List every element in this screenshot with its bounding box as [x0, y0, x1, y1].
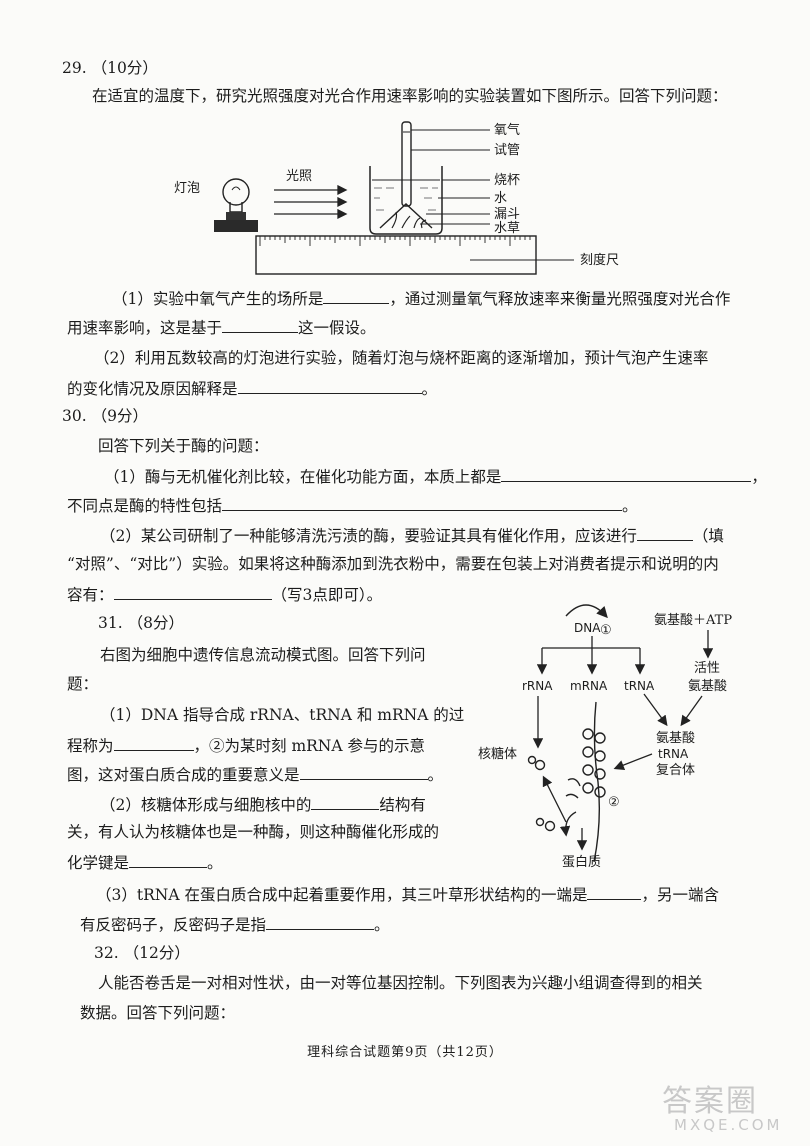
q30-intro: 回答下列关于酶的问题：: [98, 437, 269, 455]
mrna-label: mRNA: [570, 679, 608, 693]
watermark: 答案圈 MXQE.COM: [656, 1070, 796, 1140]
q29-apparatus-diagram: 灯泡 光照: [174, 121, 619, 275]
ribosome-label: 核糖体: [478, 746, 517, 762]
page-footer: 理科综合试题第9页（共12页）: [307, 1045, 503, 1060]
q32-header: 32. （12分）: [94, 944, 190, 962]
answer-blank[interactable]: [587, 883, 642, 900]
q29-part2-line2: 的变化情况及原因解释是。: [67, 377, 437, 399]
q31-part2-line1: （2）核糖体形成与细胞核中的结构有: [100, 793, 426, 815]
active-aa-label-2: 氨基酸: [688, 679, 727, 694]
q29-intro: 在适宜的温度下，研究光照强度对光合作用速率影响的实验装置如下图所示。回答下列问题…: [92, 87, 728, 105]
q31-header: 31. （8分）: [98, 614, 184, 632]
tube-label: 试管: [494, 143, 520, 158]
protein-label: 蛋白质: [562, 854, 601, 870]
ruler-icon: [255, 235, 537, 275]
q30-header: 30. （9分）: [62, 407, 148, 425]
q31-part2-line2: 关，有人认为核糖体也是一种酶，则这种酶催化形成的: [67, 823, 440, 841]
answer-blank[interactable]: [113, 734, 194, 751]
lamp-label: 灯泡: [174, 181, 200, 196]
watermark-logo: 答案圈: [662, 1084, 758, 1119]
answer-blank[interactable]: [323, 287, 390, 304]
q30-part2-line1: （2）某公司研制了一种能够清洗污渍的酶，要验证其具有催化作用，应该进行（填: [100, 524, 724, 546]
q30-part2-line3: 容有：（写3点即可）。: [67, 583, 382, 605]
trna-label: tRNA: [624, 679, 655, 693]
complex-label-2: tRNA: [658, 747, 689, 761]
q31-part2-line3: 化学键是。: [67, 851, 223, 873]
ribosome-icon: [527, 755, 556, 832]
q29-header: 29. （10分）: [62, 58, 158, 78]
q31-part1-line2: 程称为，②为某时刻 mRNA 参与的示意: [67, 734, 425, 756]
answer-blank[interactable]: [113, 583, 272, 600]
watermark-url: MXQE.COM: [674, 1116, 783, 1134]
answer-blank[interactable]: [237, 377, 422, 394]
step2-label: ②: [608, 795, 620, 810]
q31-part3-line1: （3）tRNA 在蛋白质合成中起着重要作用，其三叶草形状结构的一端是，另一端含: [96, 883, 719, 905]
answer-blank[interactable]: [129, 851, 208, 868]
q32-line2: 数据。回答下列问题：: [80, 1004, 236, 1022]
q29-number: 29.: [62, 59, 87, 77]
aa-atp-label: 氨基酸＋ATP: [654, 613, 732, 628]
answer-blank[interactable]: [636, 524, 693, 541]
q30-part1-line1: （1）酶与无机催化剂比较，在催化功能方面，本质上都是，: [104, 465, 767, 487]
answer-blank[interactable]: [222, 316, 299, 333]
q31-part3-line2: 有反密码子，反密码子是指。: [80, 913, 390, 935]
q29-score: （10分）: [91, 59, 158, 77]
active-aa-label-1: 活性: [694, 661, 720, 676]
q32-line1: 人能否卷舌是一对相对性状，由一对等位基因控制。下列图表为兴趣小组调查得到的相关: [98, 974, 703, 992]
q31-part1-line3: 图，这对蛋白质合成的重要意义是。: [67, 763, 443, 785]
answer-blank[interactable]: [501, 465, 752, 482]
lamp-icon: [214, 178, 258, 232]
ruler-label: 刻度尺: [580, 252, 619, 268]
answer-blank[interactable]: [222, 494, 623, 511]
q31-intro-line2: 题：: [67, 675, 99, 693]
light-arrows-icon: [274, 184, 348, 220]
dna-label: DNA: [574, 621, 601, 635]
step1-label: ①: [600, 623, 612, 638]
funnel-label: 漏斗: [494, 206, 520, 222]
mrna-strand-icon: [565, 701, 606, 863]
light-label: 光照: [286, 169, 312, 184]
water-label: 水: [494, 191, 507, 206]
complex-label-3: 复合体: [656, 763, 695, 778]
answer-blank[interactable]: [311, 793, 380, 810]
answer-blank[interactable]: [299, 763, 428, 780]
q31-part1-line1: （1）DNA 指导合成 rRNA、tRNA 和 mRNA 的过: [100, 706, 465, 724]
complex-label-1: 氨基酸: [656, 731, 695, 746]
oxygen-label: 氧气: [494, 122, 520, 138]
beaker-icon: [369, 121, 443, 235]
beaker-label: 烧杯: [494, 173, 520, 188]
q29-part2-line1: （2）利用瓦数较高的灯泡进行实验，随着灯泡与烧杯距离的逐渐增加，预计气泡产生速率: [94, 349, 709, 367]
q30-part2-line2: “对照”、“对比”）实验。如果将这种酶添加到洗衣粉中，需要在包装上对消费者提示和…: [67, 555, 719, 573]
q31-intro-line1: 右图为细胞中遗传信息流动模式图。回答下列问: [100, 646, 426, 664]
q29-part1-line1: （1）实验中氧气产生的场所是，通过测量氧气释放速率来衡量光照强度对光合作: [112, 287, 730, 309]
q31-gene-flow-diagram: DNA ① rRNA mRNA tRNA 氨基酸＋ATP 活性 氨基酸 氨基酸 …: [478, 604, 732, 870]
answer-blank[interactable]: [266, 913, 375, 930]
q29-part1-line2: 用速率影响，这是基于这一假设。: [67, 316, 376, 338]
weed-label: 水草: [494, 221, 520, 236]
q30-part1-line2: 不同点是酶的特性包括。: [67, 494, 638, 516]
rrna-label: rRNA: [522, 679, 553, 693]
